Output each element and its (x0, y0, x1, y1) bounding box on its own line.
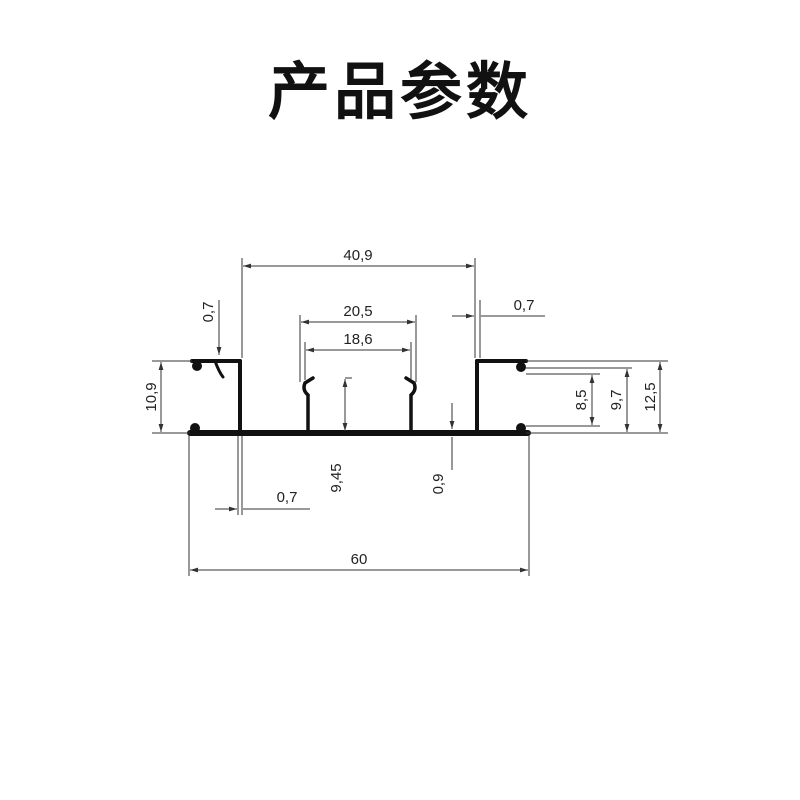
label-wall-top-left: 0,7 (200, 302, 217, 323)
label-wall-top-right: 0,7 (514, 297, 535, 314)
left-top-bead (192, 361, 202, 371)
slot-right-wall (404, 376, 417, 435)
label-right-mid-height: 9,7 (608, 390, 625, 411)
label-slot-depth: 9,45 (328, 463, 345, 492)
label-right-outer-height: 12,5 (642, 382, 659, 411)
label-slot-inner-width: 18,6 (343, 331, 372, 348)
label-right-inner-height: 8,5 (573, 390, 590, 411)
right-top-bead (516, 362, 526, 372)
label-left-height: 10,9 (143, 382, 160, 411)
dimension-lines (152, 258, 668, 576)
left-bottom-bead (190, 423, 200, 433)
dimension-labels: 40,9 20,5 18,6 0,7 60 0,7 0,7 10,9 9,45 … (143, 247, 659, 568)
page-title: 产品参数 (267, 55, 532, 128)
label-total-width: 60 (351, 551, 368, 568)
right-bottom-bead (516, 423, 526, 433)
label-wall-bottom: 0,7 (277, 489, 298, 506)
label-slot-outer-width: 20,5 (343, 303, 372, 320)
left-top-hook (213, 359, 225, 379)
label-top-width: 40,9 (343, 247, 372, 264)
aluminum-profile (187, 359, 531, 436)
slot-left-wall (302, 376, 315, 435)
label-base-thickness: 0,9 (430, 474, 447, 495)
